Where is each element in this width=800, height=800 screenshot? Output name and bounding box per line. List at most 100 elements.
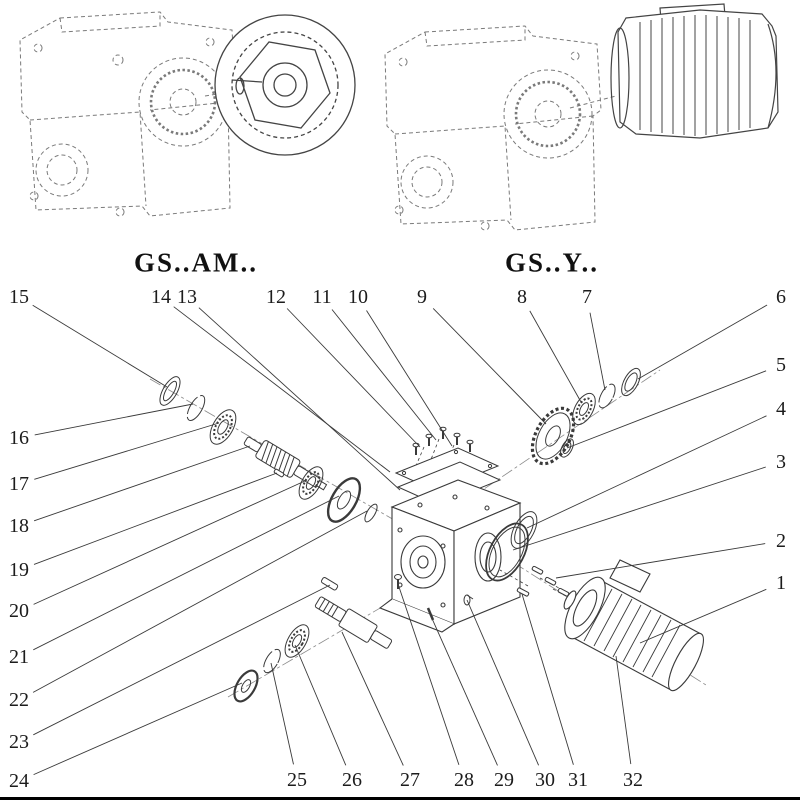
part-number-6: 6 [776, 286, 786, 308]
part-number-29: 29 [494, 769, 514, 791]
leader-line-20 [33, 479, 308, 605]
output-shaft-27 [314, 596, 393, 649]
part-number-8: 8 [517, 286, 527, 308]
part-number-5: 5 [776, 354, 786, 376]
part-number-19: 19 [9, 559, 29, 581]
leader-line-18 [33, 445, 251, 522]
gs-am-drawing [19, 11, 243, 217]
leader-line-26 [294, 644, 347, 766]
leader-line-30 [466, 599, 540, 766]
part-number-18: 18 [9, 515, 29, 537]
leader-line-2 [555, 543, 766, 579]
pinion-hub-5 [560, 438, 574, 458]
part-number-13: 13 [177, 286, 197, 308]
part-number-24: 24 [9, 770, 29, 792]
gs-y-drawing [384, 25, 617, 231]
part-number-3: 3 [776, 451, 786, 473]
part-number-16: 16 [9, 427, 29, 449]
circlip-25 [263, 648, 281, 674]
retaining-ring-16 [186, 395, 206, 421]
leader-line-22 [32, 510, 368, 693]
part-number-12: 12 [266, 286, 286, 308]
part-number-20: 20 [9, 600, 29, 622]
gear-housing [378, 479, 522, 633]
seal-ring-15 [159, 376, 181, 406]
leader-line-21 [33, 495, 340, 651]
leader-line-29 [429, 613, 498, 766]
leader-line-5 [566, 370, 767, 449]
leader-line-32 [615, 655, 632, 765]
gs-am-flange [214, 14, 356, 156]
pin-19 [273, 468, 285, 478]
o-ring-22 [364, 503, 378, 523]
part-number-26: 26 [342, 769, 362, 791]
leader-line-8 [529, 310, 582, 403]
bearing-8 [572, 392, 596, 426]
part-number-28: 28 [454, 769, 474, 791]
leader-lines [32, 304, 768, 776]
part-number-2: 2 [776, 530, 786, 552]
motor-terminal-box [609, 559, 651, 593]
leader-line-12 [286, 308, 421, 448]
washer-24 [233, 669, 259, 703]
worm-shaft-18 [243, 436, 328, 491]
motor-rear-cap [668, 632, 704, 692]
part-number-21: 21 [9, 646, 29, 668]
part-number-1: 1 [776, 572, 786, 594]
part-number-9: 9 [417, 286, 427, 308]
leader-line-4 [526, 415, 767, 529]
flange-bolts-2 [531, 565, 570, 597]
leader-line-7 [589, 312, 606, 391]
leader-line-11 [331, 309, 437, 441]
bearing-17 [209, 409, 237, 445]
part-number-11: 11 [312, 286, 332, 308]
part-number-23: 23 [9, 731, 29, 753]
leader-line-24 [33, 682, 243, 776]
leader-line-17 [34, 422, 220, 480]
part-number-25: 25 [287, 769, 307, 791]
shim-4 [510, 511, 538, 549]
leader-line-9 [432, 308, 547, 425]
leader-line-1 [639, 588, 767, 644]
ring-6 [621, 367, 641, 397]
leader-line-15 [32, 304, 168, 388]
o-ring-3 [485, 522, 529, 582]
part-number-4: 4 [776, 398, 786, 420]
leader-line-19 [33, 472, 278, 565]
bolt-28-head [394, 574, 402, 580]
gear-train-parts [530, 367, 641, 466]
part-number-17: 17 [9, 473, 29, 495]
bearing-20 [298, 466, 324, 500]
part-number-27: 27 [400, 769, 420, 791]
bolt-31 [516, 587, 530, 597]
circlip-7 [598, 383, 616, 409]
leader-line-3 [512, 466, 766, 551]
image-border [0, 797, 800, 800]
leader-line-6 [637, 304, 768, 380]
leader-line-14 [173, 306, 391, 473]
gs-y-motor [610, 3, 779, 139]
helical-gear-9 [530, 406, 576, 466]
part-number-15: 15 [9, 286, 29, 308]
leader-line-16 [34, 403, 194, 436]
washer-disc-21 [326, 477, 362, 523]
output-shaft-parts [233, 577, 393, 703]
part-number-30: 30 [535, 769, 555, 791]
bearing-26 [284, 624, 310, 658]
leader-line-13 [198, 307, 401, 491]
leader-line-23 [33, 584, 331, 736]
leader-line-25 [270, 662, 294, 765]
variant-label-y: GS..Y.. [504, 247, 600, 278]
motor-exploded [563, 559, 704, 692]
part-number-22: 22 [9, 689, 29, 711]
part-number-31: 31 [568, 769, 588, 791]
part-number-14: 14 [151, 286, 171, 308]
input-shaft-parts [159, 376, 378, 523]
motor-shaft [563, 590, 577, 610]
part-number-10: 10 [348, 286, 368, 308]
leader-line-10 [366, 310, 453, 447]
leader-line-28 [397, 583, 460, 765]
part-number-7: 7 [582, 286, 592, 308]
